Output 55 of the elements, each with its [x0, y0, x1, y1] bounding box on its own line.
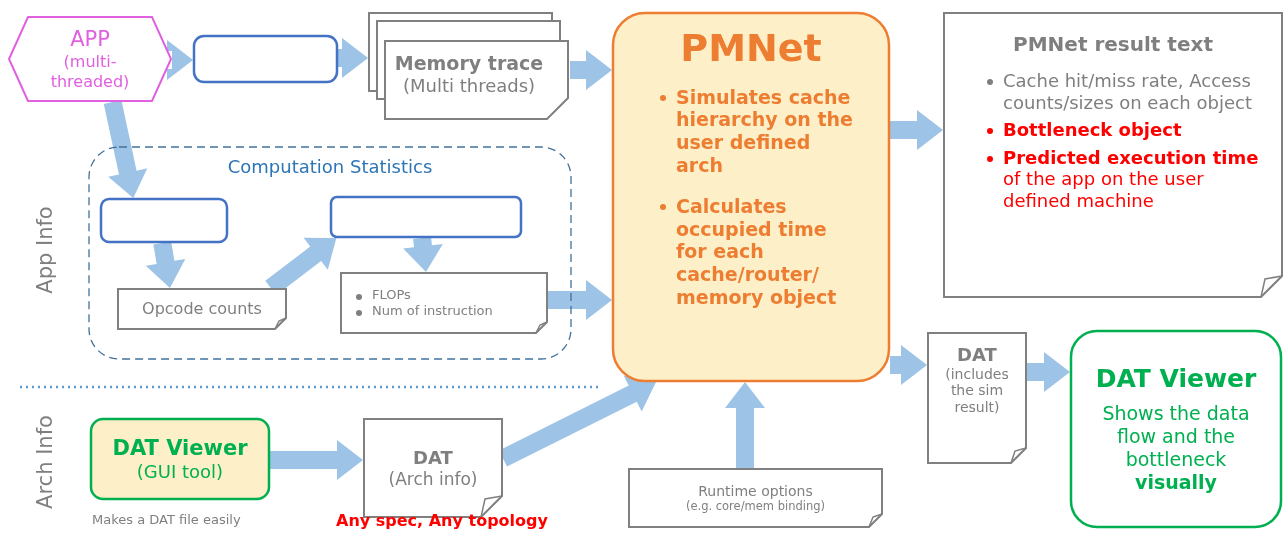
- group-container: [88, 146, 572, 360]
- process-box: [193, 35, 338, 83]
- document-box: [628, 468, 883, 528]
- node-text: Opcode counts: [142, 299, 262, 319]
- process-box: [90, 418, 270, 500]
- node-title: APP: [70, 27, 110, 53]
- block-arrow: [103, 100, 148, 198]
- node-text: (GUI tool): [136, 460, 224, 483]
- node-text: Num of instruction: [372, 303, 493, 319]
- node-text: Bottleneck object: [1003, 119, 1182, 141]
- document-box: [117, 288, 287, 330]
- block-arrow: [145, 241, 186, 288]
- block-arrow: [338, 38, 368, 78]
- block-arrow: [167, 40, 193, 80]
- node-title: Runtime options: [698, 482, 813, 500]
- node-title: PMNet: [680, 26, 822, 72]
- node-text: Calculates occupied time for each cache/router/ memory object: [676, 194, 838, 309]
- section-label: App Info: [33, 206, 57, 294]
- node-title: FLOPs: [372, 287, 411, 303]
- block-arrow: [570, 50, 612, 90]
- node-caption: Makes a DAT file easily: [92, 512, 241, 527]
- node-caption: Any spec, Any topology: [336, 511, 548, 530]
- node-text: Simulates cache hierarchy on the user defined arch: [676, 85, 854, 177]
- block-arrow: [270, 440, 363, 480]
- process-box: [100, 198, 228, 243]
- section-label: Arch Info: [33, 415, 57, 509]
- stacked-document: [368, 12, 570, 120]
- document-box: [340, 272, 548, 334]
- block-arrow: [403, 237, 443, 272]
- node-text: (Multi threads): [402, 74, 536, 97]
- node-title: DAT: [957, 344, 997, 366]
- block-arrow: [1027, 352, 1070, 392]
- node-text: Shows the data flow and the bottleneck visually: [1101, 402, 1251, 494]
- node-title: Memory trace: [394, 51, 544, 75]
- block-arrow: [725, 382, 765, 468]
- process-box: [330, 196, 522, 238]
- node-title: PMNet result text: [1013, 32, 1213, 56]
- node-text: (includes the sim result): [944, 365, 1010, 416]
- block-arrow: [890, 110, 943, 150]
- process-box: [1070, 330, 1282, 528]
- document-box: [943, 12, 1283, 298]
- node-text: Predicted execution time of the app on the user defined machine: [1003, 146, 1260, 212]
- block-arrow: [890, 345, 927, 385]
- hexagon-node: [8, 16, 172, 102]
- process-box: [612, 12, 890, 382]
- node-title: DAT Viewer: [1095, 364, 1257, 395]
- node-text: (e.g. core/mem binding): [685, 499, 826, 514]
- node-title: DAT Viewer: [112, 435, 248, 461]
- node-text: Computation Statistics: [227, 156, 433, 178]
- node-title: DAT: [413, 447, 453, 469]
- document-box: [927, 332, 1027, 464]
- node-text: Cache hit/miss rate, Access counts/sizes on each object: [1003, 70, 1253, 114]
- node-text: (multi-threaded): [49, 52, 131, 91]
- block-arrow: [548, 280, 612, 320]
- node-text: (Arch info): [388, 468, 478, 489]
